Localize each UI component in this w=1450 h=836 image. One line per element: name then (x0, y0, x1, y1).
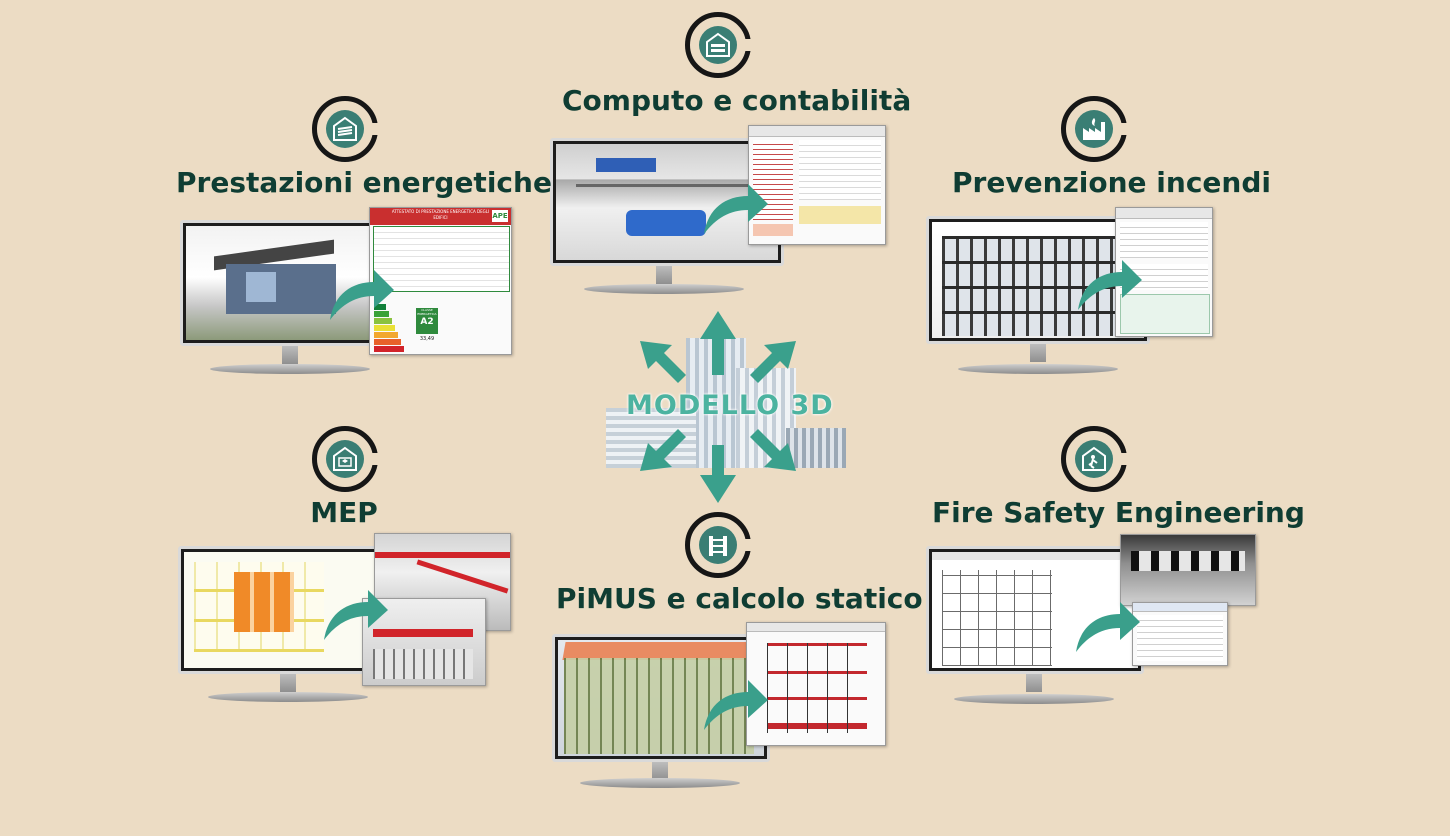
incendi-title: Prevenzione incendi (952, 166, 1271, 199)
ape-class-value: A2 (420, 317, 434, 327)
fse-software-panel (1132, 602, 1228, 666)
arrow-down-right (750, 429, 796, 471)
fse-transfer-arrow (1076, 602, 1140, 652)
computo-title: Computo e contabilità (562, 84, 912, 117)
ape-logo: APE (492, 210, 508, 222)
incendi-transfer-arrow (1078, 260, 1142, 310)
computo-software-panel (748, 125, 886, 245)
computo-badge (685, 12, 754, 78)
energia-transfer-arrow (330, 270, 394, 320)
energy-certificate-panel: ATTESTATO DI PRESTAZIONE ENERGETICA DEGL… (369, 207, 512, 355)
budget-house-icon (706, 32, 730, 57)
arrow-up-left (640, 341, 686, 383)
computo-transfer-arrow (704, 184, 768, 234)
mep-transfer-arrow (324, 590, 388, 640)
ape-class-label: CLASSE ENERGETICA (417, 308, 437, 316)
fire-factory-icon (1083, 118, 1105, 140)
ape-index-value: 33,49 (419, 336, 435, 342)
arrow-up (700, 311, 736, 375)
radiating-arrows (640, 311, 796, 503)
pimus-software-panel (746, 622, 886, 746)
fse-badge (1061, 426, 1130, 492)
arrow-down-left (640, 429, 686, 471)
arrow-up-right (750, 341, 796, 383)
energia-title: Prestazioni energetiche (176, 166, 552, 199)
mep-badge (312, 426, 381, 492)
energia-badge (312, 96, 381, 162)
arrow-down (700, 445, 736, 503)
fse-render-panel (1120, 534, 1256, 606)
mep-title: MEP (310, 496, 378, 529)
pimus-title: PiMUS e calcolo statico (556, 582, 923, 615)
ape-header: ATTESTATO DI PRESTAZIONE ENERGETICA DEGL… (370, 208, 511, 225)
fse-title: Fire Safety Engineering (932, 496, 1305, 529)
fire-escape-icon (1082, 446, 1106, 471)
incendi-badge (1061, 96, 1130, 162)
pimus-badge (685, 512, 754, 578)
scaffold-building-icon (709, 536, 727, 556)
energy-house-icon (333, 116, 357, 141)
mep-house-icon (333, 446, 357, 471)
center-label: MODELLO 3D (626, 390, 834, 421)
pimus-transfer-arrow (704, 680, 768, 730)
